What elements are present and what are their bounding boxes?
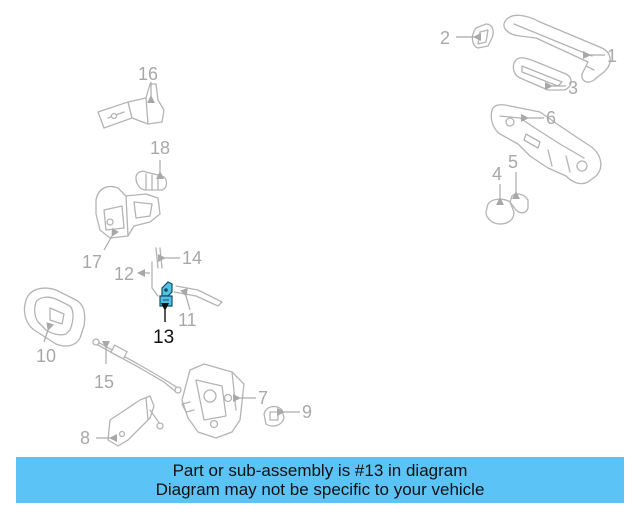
callout-3: 3 xyxy=(545,78,578,98)
banner-line-1: Part or sub-assembly is #13 in diagram xyxy=(172,461,468,480)
callout-14: 14 xyxy=(158,248,202,268)
callout-4-label: 4 xyxy=(492,164,502,184)
callout-5-label: 5 xyxy=(508,152,518,172)
part-12-rod xyxy=(151,261,159,297)
part-13-rod-clip-highlighted xyxy=(159,281,173,307)
callout-5: 5 xyxy=(508,152,520,199)
callout-7: 7 xyxy=(233,388,268,408)
callout-18-label: 18 xyxy=(150,138,170,158)
callout-18: 18 xyxy=(150,138,170,179)
callout-2: 2 xyxy=(440,28,481,48)
callout-7-label: 7 xyxy=(258,388,268,408)
part-14-clip xyxy=(155,247,163,269)
callout-14-label: 14 xyxy=(182,248,202,268)
callout-15-label: 15 xyxy=(94,372,114,392)
part-17-lower-hinge xyxy=(95,185,161,239)
callout-2-label: 2 xyxy=(440,28,450,48)
part-1-outside-handle xyxy=(503,14,611,83)
part-8-latch-bracket xyxy=(107,395,164,447)
callout-11-label: 11 xyxy=(178,310,197,330)
callout-8-label: 8 xyxy=(80,428,90,448)
callout-3-label: 3 xyxy=(568,78,578,98)
callout-4: 4 xyxy=(492,164,504,205)
callout-17: 17 xyxy=(82,227,119,272)
part-6-handle-bracket xyxy=(490,104,602,185)
part-2-handle-cap xyxy=(471,23,494,49)
part-16-upper-hinge xyxy=(97,83,165,129)
callout-1-label: 1 xyxy=(607,46,617,66)
callout-1: 1 xyxy=(583,46,617,66)
callout-6-label: 6 xyxy=(546,108,556,128)
callout-12: 12 xyxy=(114,264,150,284)
callout-16-label: 16 xyxy=(138,64,158,84)
callout-8: 8 xyxy=(80,428,117,448)
part-18-hinge-pin xyxy=(135,170,168,191)
banner-line-2: Diagram may not be specific to your vehi… xyxy=(155,480,485,499)
callout-9: 9 xyxy=(277,402,312,422)
callout-10-label: 10 xyxy=(36,346,56,366)
part-4-cap xyxy=(485,198,515,225)
diagram-info-banner: Part or sub-assembly is #13 in diagram D… xyxy=(16,457,624,503)
part-10-inside-handle xyxy=(23,287,86,347)
part-7-door-latch xyxy=(181,363,245,439)
callout-10: 10 xyxy=(36,322,56,366)
part-11-rod xyxy=(173,285,223,307)
part-15-cable xyxy=(92,338,182,394)
part-3-handle-gasket xyxy=(512,57,572,91)
part-9-grommet xyxy=(263,405,285,427)
callout-13: 13 xyxy=(153,303,174,348)
callout-15: 15 xyxy=(94,341,114,392)
callout-13-label: 13 xyxy=(153,327,174,348)
callout-12-label: 12 xyxy=(114,264,134,284)
callout-17-label: 17 xyxy=(82,252,102,272)
callout-9-label: 9 xyxy=(302,402,312,422)
callout-11: 11 xyxy=(178,288,197,330)
callout-6: 6 xyxy=(521,108,556,128)
callout-16: 16 xyxy=(138,64,158,103)
